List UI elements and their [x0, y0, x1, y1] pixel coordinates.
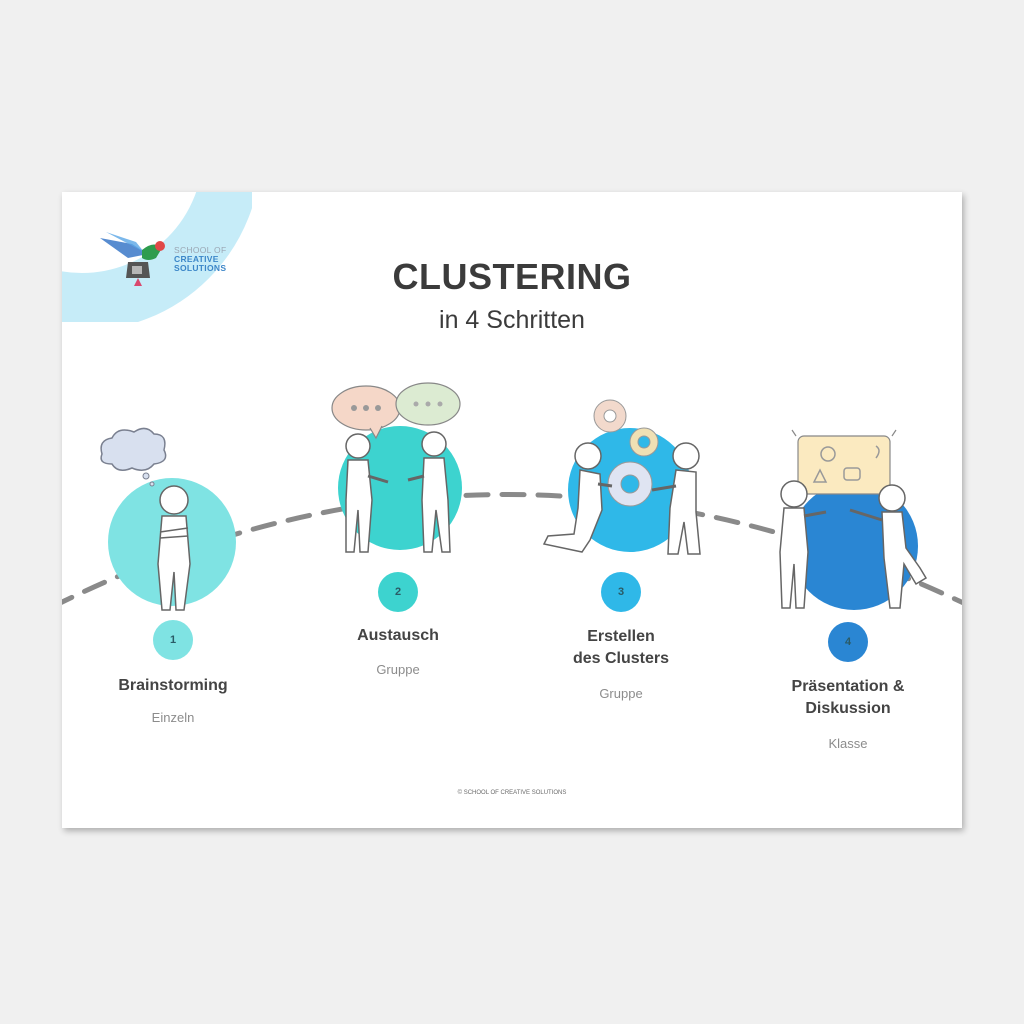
corner-decoration [62, 192, 252, 322]
logo-line-2: CREATIVE [174, 253, 219, 264]
page-subtitle: in 4 Schritten [439, 306, 585, 334]
step-4-label-line-1: Präsentation & [791, 678, 905, 695]
step-1-label: Brainstorming [118, 677, 228, 694]
step-1-number: 1 [169, 634, 177, 646]
step-2-badge: 2 [378, 572, 418, 612]
step-2-sub: Gruppe [376, 662, 420, 677]
step-4-label-line-2: Diskussion [805, 700, 891, 717]
step-3-label-line-2: des Clusters [572, 650, 670, 667]
step-3-badge: 3 [601, 572, 641, 612]
step-2-label: Austausch [357, 627, 439, 644]
conversation-icon [331, 382, 462, 553]
step-1-sub: Einzeln [151, 710, 195, 725]
poster-card: SCHOOL OF CREATIVE SOLUTIONS CLUSTERING … [62, 192, 962, 828]
step-4-label: Präsentation & Diskussion [748, 676, 948, 720]
logo-line-3: SOLUTIONS [174, 262, 227, 273]
gears-teamwork-icon [542, 399, 701, 555]
footer-copyright: © SCHOOL OF CREATIVE SOLUTIONS [457, 790, 567, 796]
thinking-person-icon [100, 427, 236, 611]
step-2-number: 2 [394, 586, 402, 598]
step-4-number: 4 [844, 636, 852, 648]
presentation-board-icon [779, 429, 928, 610]
step-3-sub: Gruppe [599, 686, 643, 701]
step-3-label: Erstellen des Clusters [521, 626, 721, 670]
step-3-number: 3 [617, 586, 625, 598]
step-4-badge: 4 [828, 622, 868, 662]
logo: SCHOOL OF CREATIVE SOLUTIONS [98, 228, 226, 290]
step-1-badge: 1 [153, 620, 193, 660]
page-title: CLUSTERING [392, 256, 632, 297]
logo-line-1: SCHOOL OF [174, 244, 227, 255]
step-4-sub: Klasse [828, 736, 868, 751]
step-3-label-line-1: Erstellen [587, 628, 655, 645]
logo-text: SCHOOL OF CREATIVE SOLUTIONS [174, 244, 227, 273]
bird-logo-icon [100, 232, 165, 286]
